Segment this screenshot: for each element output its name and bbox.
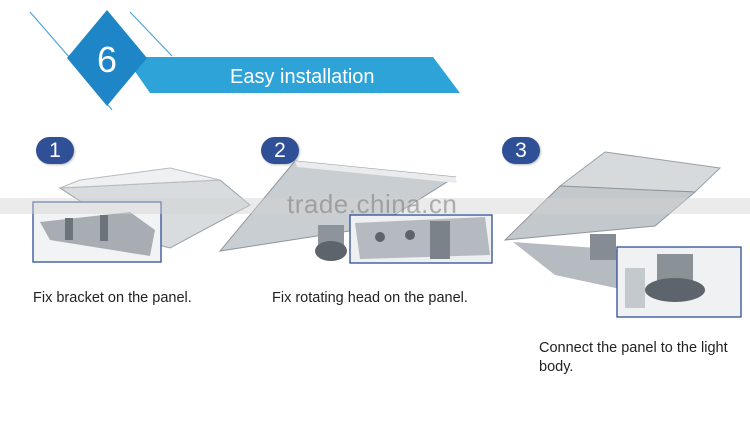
step-badge-3: 3	[502, 137, 540, 164]
section-number: 6	[96, 39, 118, 80]
step-2-caption: Fix rotating head on the panel.	[272, 290, 468, 306]
step-1-caption: Fix bracket on the panel.	[33, 290, 192, 306]
watermark: trade.china.cn	[287, 189, 458, 219]
head-detail	[355, 217, 490, 259]
header-outline-line	[129, 11, 173, 57]
section-title: Easy installation	[230, 66, 375, 88]
step-badge-2: 2	[261, 137, 299, 164]
title-banner	[125, 57, 460, 93]
step-badge-1: 1	[36, 137, 74, 164]
step-1-illustration	[32, 167, 251, 263]
panel-edge	[295, 161, 457, 183]
solar-panel-image	[558, 151, 722, 193]
step-3-caption: Connect the panel to the light body.	[539, 340, 728, 375]
step-3-illustration	[503, 151, 742, 318]
number-diamond	[67, 10, 147, 106]
watermark-band	[0, 198, 750, 214]
step-2-illustration	[218, 160, 493, 264]
section-header-graphic	[29, 10, 460, 111]
connector-pole	[590, 234, 616, 260]
panel-edge	[59, 167, 221, 189]
rotating-head	[318, 225, 344, 245]
